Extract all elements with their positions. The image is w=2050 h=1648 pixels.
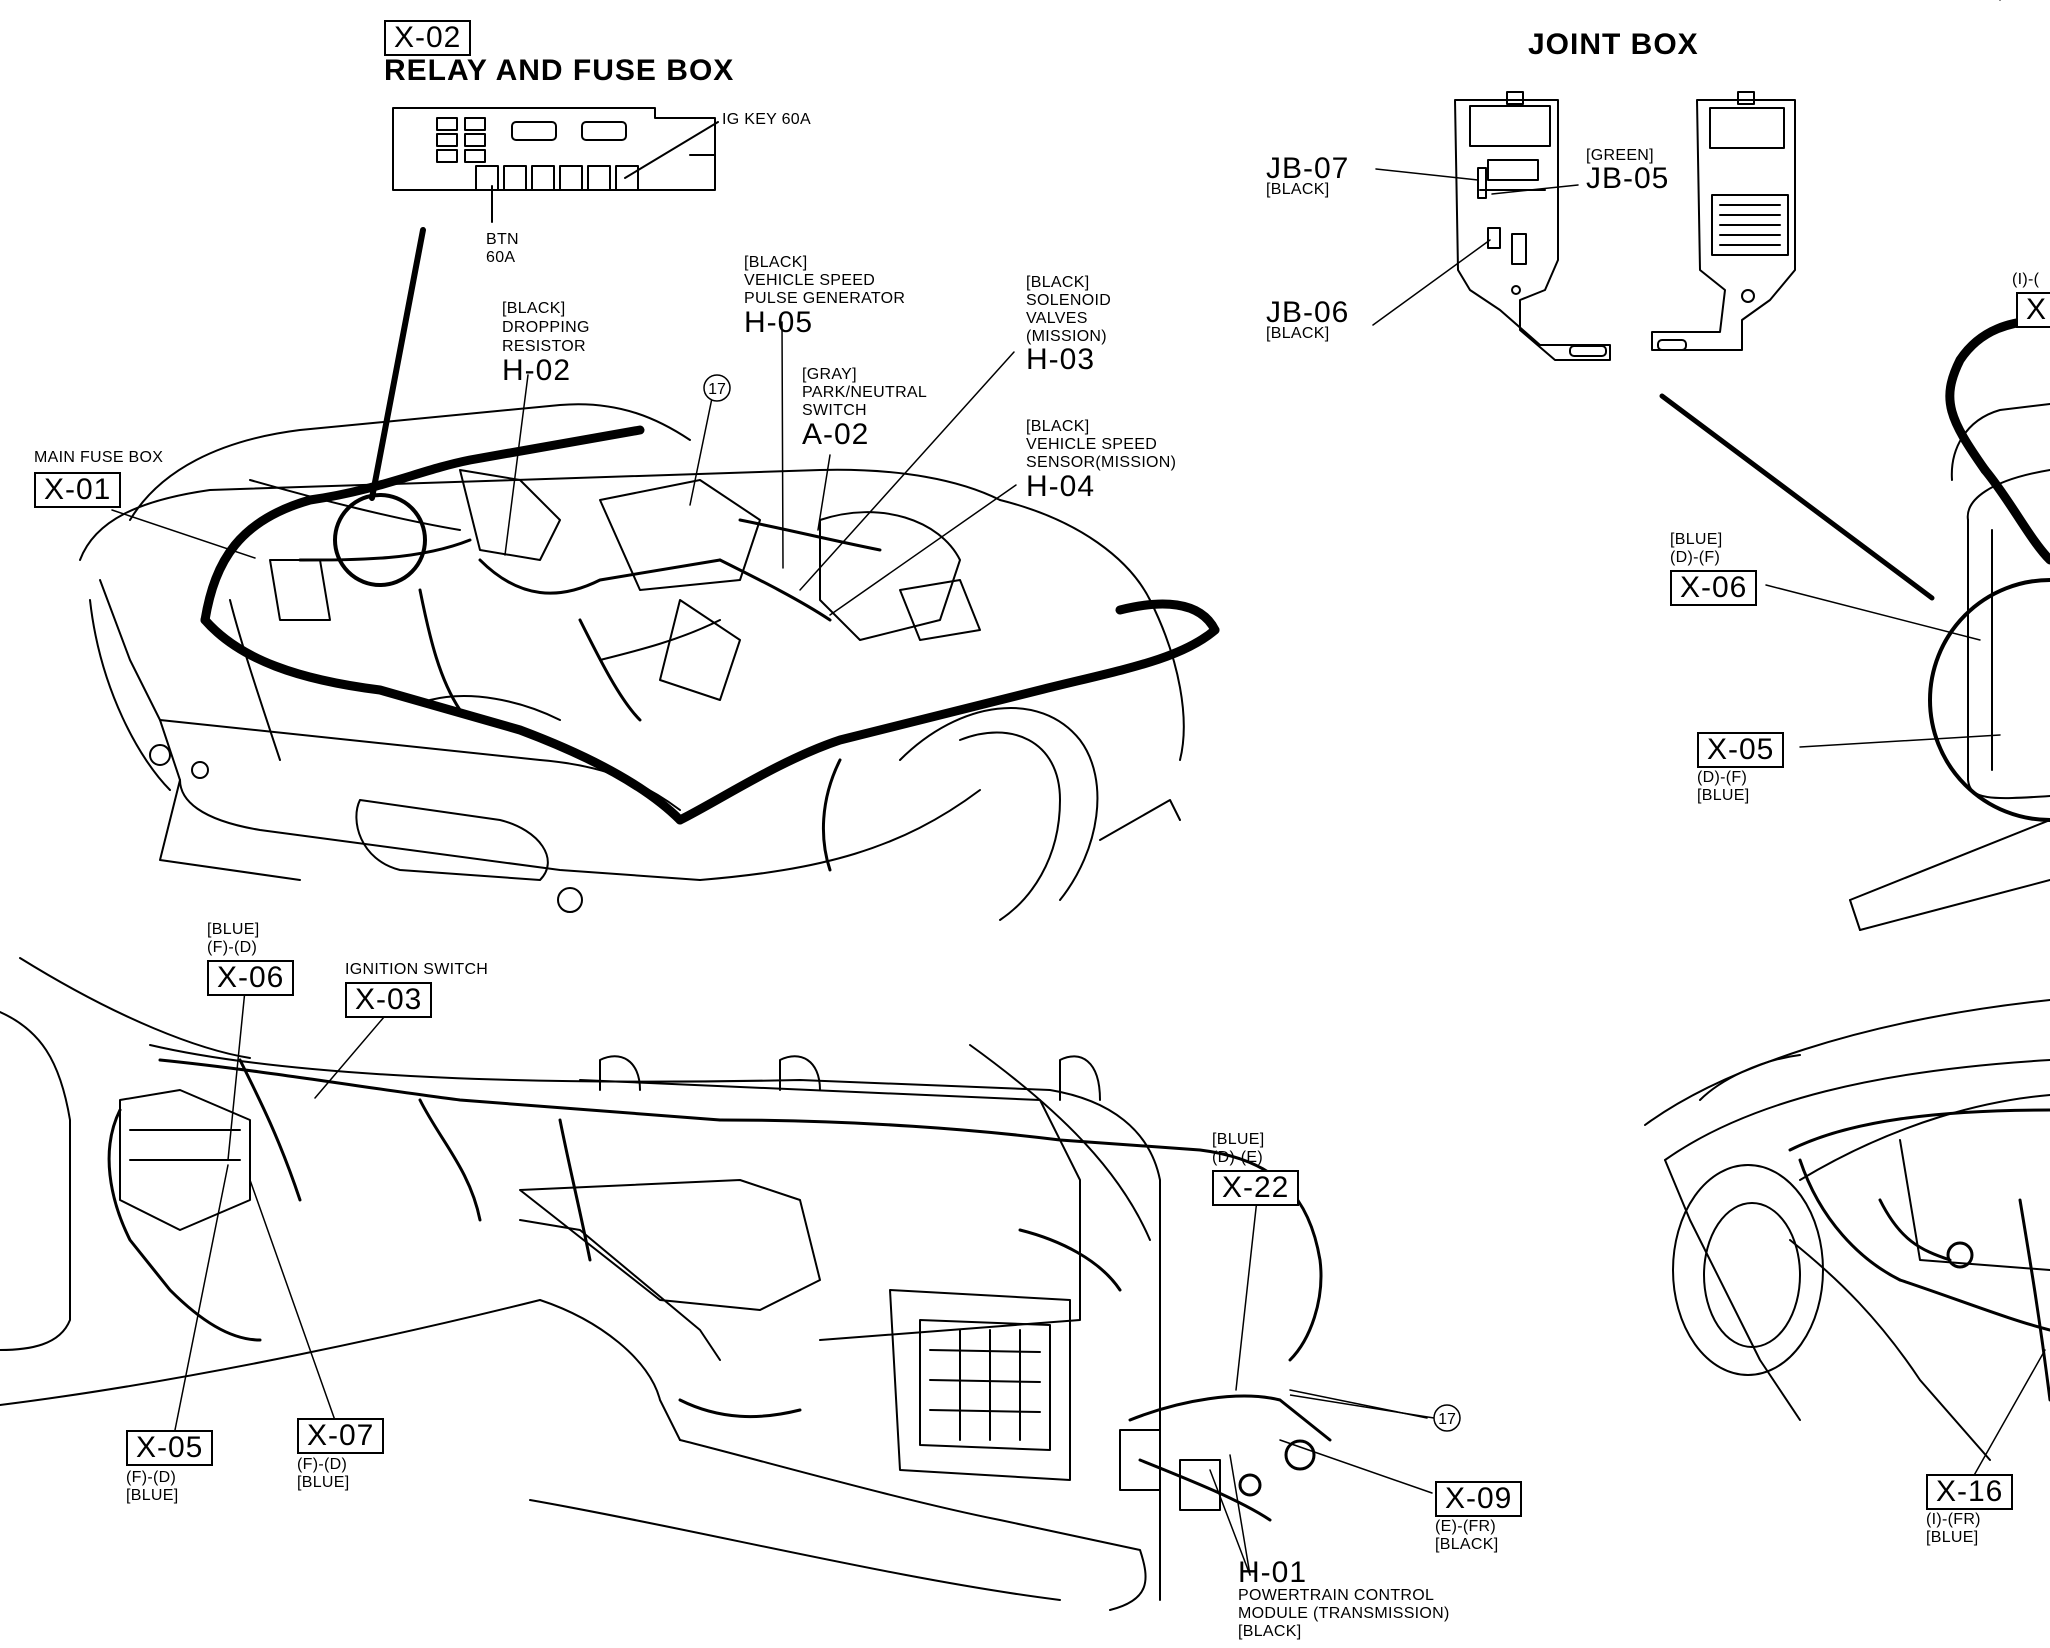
- h02-desc-2: RESISTOR: [502, 338, 586, 355]
- h03-desc-2: VALVES: [1026, 310, 1088, 327]
- right-top-drawing: [1849, 403, 2050, 931]
- h05-desc-2: PULSE GENERATOR: [744, 290, 906, 307]
- ref-17-circle-top: 17: [703, 374, 731, 402]
- h01-color: [BLACK]: [1238, 1623, 1302, 1640]
- x07-position: (F)-(D): [297, 1456, 348, 1473]
- engine-leaders: [111, 321, 1017, 616]
- x06-dash-color: [BLUE]: [207, 921, 260, 938]
- x05-right-code: X-05: [1697, 732, 1785, 768]
- ref-17-top-text: 17: [708, 381, 726, 398]
- h04-desc-1: VEHICLE SPEED: [1026, 436, 1158, 453]
- x09-code: X-09: [1435, 1481, 1523, 1517]
- h02-code: H-02: [502, 354, 572, 387]
- edge-connector-position: (I)-(: [2012, 271, 2040, 288]
- edge-connector-code: X: [2016, 292, 2050, 328]
- x06-dash-position: (F)-(D): [207, 939, 258, 956]
- right-top-leaders: [1765, 584, 2001, 748]
- h03-code: H-03: [1026, 343, 1096, 376]
- main-fuse-box-label: MAIN FUSE BOX: [34, 449, 164, 466]
- x05-dash-code: X-05: [126, 1430, 214, 1466]
- btn-fuse-label: BTN: [486, 231, 519, 248]
- h04-desc-2: SENSOR(MISSION): [1026, 454, 1177, 471]
- right-top-harness: [1945, 315, 2050, 565]
- x06-right-position: (D)-(F): [1670, 549, 1721, 566]
- jb06-code: JB-06: [1266, 296, 1350, 329]
- x06-right-color: [BLUE]: [1670, 531, 1723, 548]
- engine-main-harness: [200, 425, 1220, 825]
- x16-leader: [1967, 1349, 2046, 1487]
- x05-right-color: [BLUE]: [1697, 787, 1750, 804]
- jb07-color: [BLACK]: [1266, 181, 1330, 198]
- jb06-color: [BLACK]: [1266, 325, 1330, 342]
- engine-bay-drawing: [79, 375, 1185, 921]
- h03-desc-3: (MISSION): [1026, 328, 1107, 345]
- a02-code: A-02: [802, 418, 870, 451]
- x22-color: [BLUE]: [1212, 1131, 1265, 1148]
- x06-dash-code: X-06: [207, 960, 295, 996]
- a02-desc-1: PARK/NEUTRAL: [802, 384, 928, 401]
- h02-color: [BLACK]: [502, 300, 566, 317]
- x05-dash-position: (F)-(D): [126, 1469, 177, 1486]
- h03-color: [BLACK]: [1026, 274, 1090, 291]
- x09-position: (E)-(FR): [1435, 1518, 1497, 1535]
- x01-code: X-01: [34, 472, 122, 508]
- h04-code: H-04: [1026, 470, 1096, 503]
- dashboard-drawing: [0, 957, 1221, 1611]
- ref-17-dash-text: 17: [1438, 1411, 1456, 1428]
- ig-key-fuse-label: IG KEY 60A: [722, 111, 811, 128]
- x07-color: [BLUE]: [297, 1474, 350, 1491]
- joint-box-title: JOINT BOX: [1528, 28, 1699, 61]
- x06-right-code: X-06: [1670, 570, 1758, 606]
- relay-fuse-box-drawing: [392, 107, 719, 223]
- h01-desc-1: POWERTRAIN CONTROL: [1238, 1587, 1435, 1604]
- joint-box-drawing: [1454, 91, 1796, 361]
- ignition-switch-label: IGNITION SWITCH: [345, 961, 489, 978]
- a02-color: [GRAY]: [802, 366, 857, 383]
- x16-code: X-16: [1926, 1474, 2014, 1510]
- jb07-code: JB-07: [1266, 152, 1350, 185]
- a02-desc-2: SWITCH: [802, 402, 867, 419]
- x09-color: [BLACK]: [1435, 1536, 1499, 1553]
- h05-color: [BLACK]: [744, 254, 808, 271]
- relay-fuse-box-code: X-02: [384, 20, 472, 56]
- h05-code: H-05: [744, 306, 814, 339]
- joint-box-arrow: [1659, 393, 1935, 601]
- h04-color: [BLACK]: [1026, 418, 1090, 435]
- x22-code: X-22: [1212, 1170, 1300, 1206]
- h02-desc-1: DROPPING: [502, 319, 590, 336]
- rear-car-harness: [1788, 1108, 2050, 1402]
- x16-position: (I)-(FR): [1926, 1511, 1981, 1528]
- x22-position: (D)-(E): [1212, 1149, 1263, 1166]
- x03-code: X-03: [345, 982, 433, 1018]
- jb05-color: [GREEN]: [1586, 147, 1654, 164]
- jb05-code: JB-05: [1586, 162, 1670, 195]
- dashboard-harness: [107, 1058, 1332, 1522]
- dashboard-leaders: [172, 0, 2001, 1576]
- btn-fuse-amp: 60A: [486, 249, 516, 266]
- x05-dash-color: [BLUE]: [126, 1487, 179, 1504]
- relay-fuse-box-title: RELAY AND FUSE BOX: [384, 54, 735, 87]
- engine-sub-harness: [298, 518, 882, 872]
- relay-box-arrow: [369, 227, 426, 501]
- h01-desc-2: MODULE (TRANSMISSION): [1238, 1605, 1450, 1622]
- ref-17-circle-dash: 17: [1289, 1394, 1461, 1432]
- rear-car-drawing: [1644, 999, 2050, 1461]
- x16-color: [BLUE]: [1926, 1529, 1979, 1546]
- joint-box-leaders: [1372, 168, 1579, 326]
- h03-desc-1: SOLENOID: [1026, 292, 1112, 309]
- x05-right-position: (D)-(F): [1697, 769, 1748, 786]
- x07-code: X-07: [297, 1418, 385, 1454]
- h05-desc-1: VEHICLE SPEED: [744, 272, 876, 289]
- h01-code: H-01: [1238, 1556, 1308, 1589]
